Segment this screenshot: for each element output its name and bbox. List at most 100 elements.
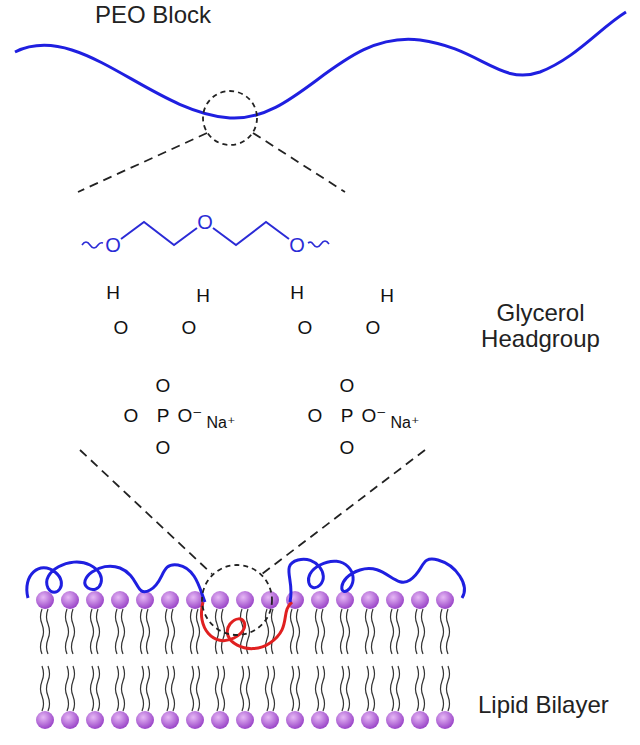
lipid-head: [161, 591, 179, 609]
atom-label: O: [308, 406, 323, 425]
lipid-tail: [322, 666, 325, 711]
bond-line: [314, 312, 364, 327]
lipid-head: [86, 711, 104, 729]
bond-line: [162, 327, 164, 375]
atom-label: O⁻: [178, 406, 203, 425]
atom-label: O: [156, 438, 171, 457]
lipid-tail: [391, 666, 394, 711]
lipid-tail: [316, 609, 319, 654]
lipid-tail: [72, 666, 75, 711]
lipid-tail: [291, 609, 294, 654]
lipid-head: [436, 591, 454, 609]
lipid-head: [136, 591, 154, 609]
lipid-tail: [422, 666, 425, 711]
lipid-tail: [416, 666, 419, 711]
peo-coil: [289, 559, 464, 602]
lipid-tail: [216, 609, 219, 654]
peo-chain-end: [308, 241, 329, 247]
bond-line: [162, 395, 164, 405]
lipid-head: [361, 711, 379, 729]
zoom-line: [80, 450, 212, 574]
atom-label: Na⁺: [207, 415, 236, 431]
lipid-tail: [41, 609, 44, 654]
lipid-tail: [222, 609, 225, 654]
bond-line: [346, 327, 348, 375]
lipid-tail: [222, 666, 225, 711]
lipid-tail: [122, 609, 125, 654]
lipid-head: [361, 591, 379, 609]
lipid-tail: [97, 666, 100, 711]
lipid-tail: [122, 666, 125, 711]
lipid-tail: [272, 666, 275, 711]
lipid-tail: [447, 609, 450, 654]
lipid-head: [436, 711, 454, 729]
lipid-tail: [397, 609, 400, 654]
lipid-tail: [266, 666, 269, 711]
lipid-tail: [441, 609, 444, 654]
lipid-tail: [166, 609, 169, 654]
part-label: Lipid Bilayer: [478, 692, 609, 718]
lipid-tail: [266, 609, 269, 654]
block-label: PEO Block: [95, 2, 211, 28]
atom-label: H: [290, 283, 304, 302]
lipid-tail: [116, 666, 119, 711]
lipid-head: [111, 711, 129, 729]
headgroup-ellipse: HHOOOOPO⁻Na⁺O: [75, 258, 251, 476]
lipid-tail: [447, 666, 450, 711]
lipid-head: [161, 711, 179, 729]
bond-line: [115, 302, 119, 317]
lipid-head: [311, 591, 329, 609]
lipid-head: [411, 591, 429, 609]
lipid-head: [411, 711, 429, 729]
atom-label: H: [380, 286, 394, 305]
headgroup-ellipse: HHOOOOPO⁻Na⁺O: [259, 258, 435, 476]
zoom-line: [253, 133, 345, 192]
lipid-head: [36, 711, 54, 729]
atom-label: O: [289, 234, 305, 256]
lipid-tail: [347, 609, 350, 654]
bond-line: [324, 411, 338, 418]
lipid-tail: [166, 666, 169, 711]
atom-label: O: [366, 318, 381, 337]
lipid-head: [261, 591, 279, 609]
atom-label: O: [114, 318, 129, 337]
lipid-tail: [172, 666, 175, 711]
lipid-tail: [422, 609, 425, 654]
headgroup-structure: [259, 258, 435, 476]
lipid-tail: [441, 666, 444, 711]
lipid-tail: [247, 666, 250, 711]
lipid-tail: [372, 666, 375, 711]
atom-label: H: [196, 286, 210, 305]
headgroup-fill: [75, 258, 251, 476]
lipid-head: [186, 711, 204, 729]
lipid-tail: [47, 666, 50, 711]
bond-line: [161, 457, 165, 473]
lipid-tail: [141, 609, 144, 654]
atom-label: P: [157, 406, 170, 425]
bond-line: [346, 395, 348, 405]
lipid-head: [111, 591, 129, 609]
lipid-head: [86, 591, 104, 609]
lipid-head: [136, 711, 154, 729]
lipid-tail: [241, 666, 244, 711]
lipid-head: [61, 711, 79, 729]
anchor-block-coil: [201, 602, 292, 649]
atom-label: O: [105, 234, 121, 256]
lipid-head: [61, 591, 79, 609]
lipid-tail: [66, 609, 69, 654]
bond-line: [345, 457, 349, 473]
peo-coil: [27, 562, 205, 602]
lipid-tail: [91, 666, 94, 711]
lipid-head: [336, 711, 354, 729]
lipid-tail: [391, 609, 394, 654]
lipid-head: [311, 711, 329, 729]
atom-label: O: [298, 318, 313, 337]
lipid-tail: [197, 609, 200, 654]
lipid-head: [336, 591, 354, 609]
lipid-head: [386, 591, 404, 609]
lipid-tail: [66, 666, 69, 711]
hydrogen-bond: [296, 258, 298, 281]
lipid-heads: [36, 591, 454, 729]
lipid-tail: [372, 609, 375, 654]
lipid-head: [261, 711, 279, 729]
